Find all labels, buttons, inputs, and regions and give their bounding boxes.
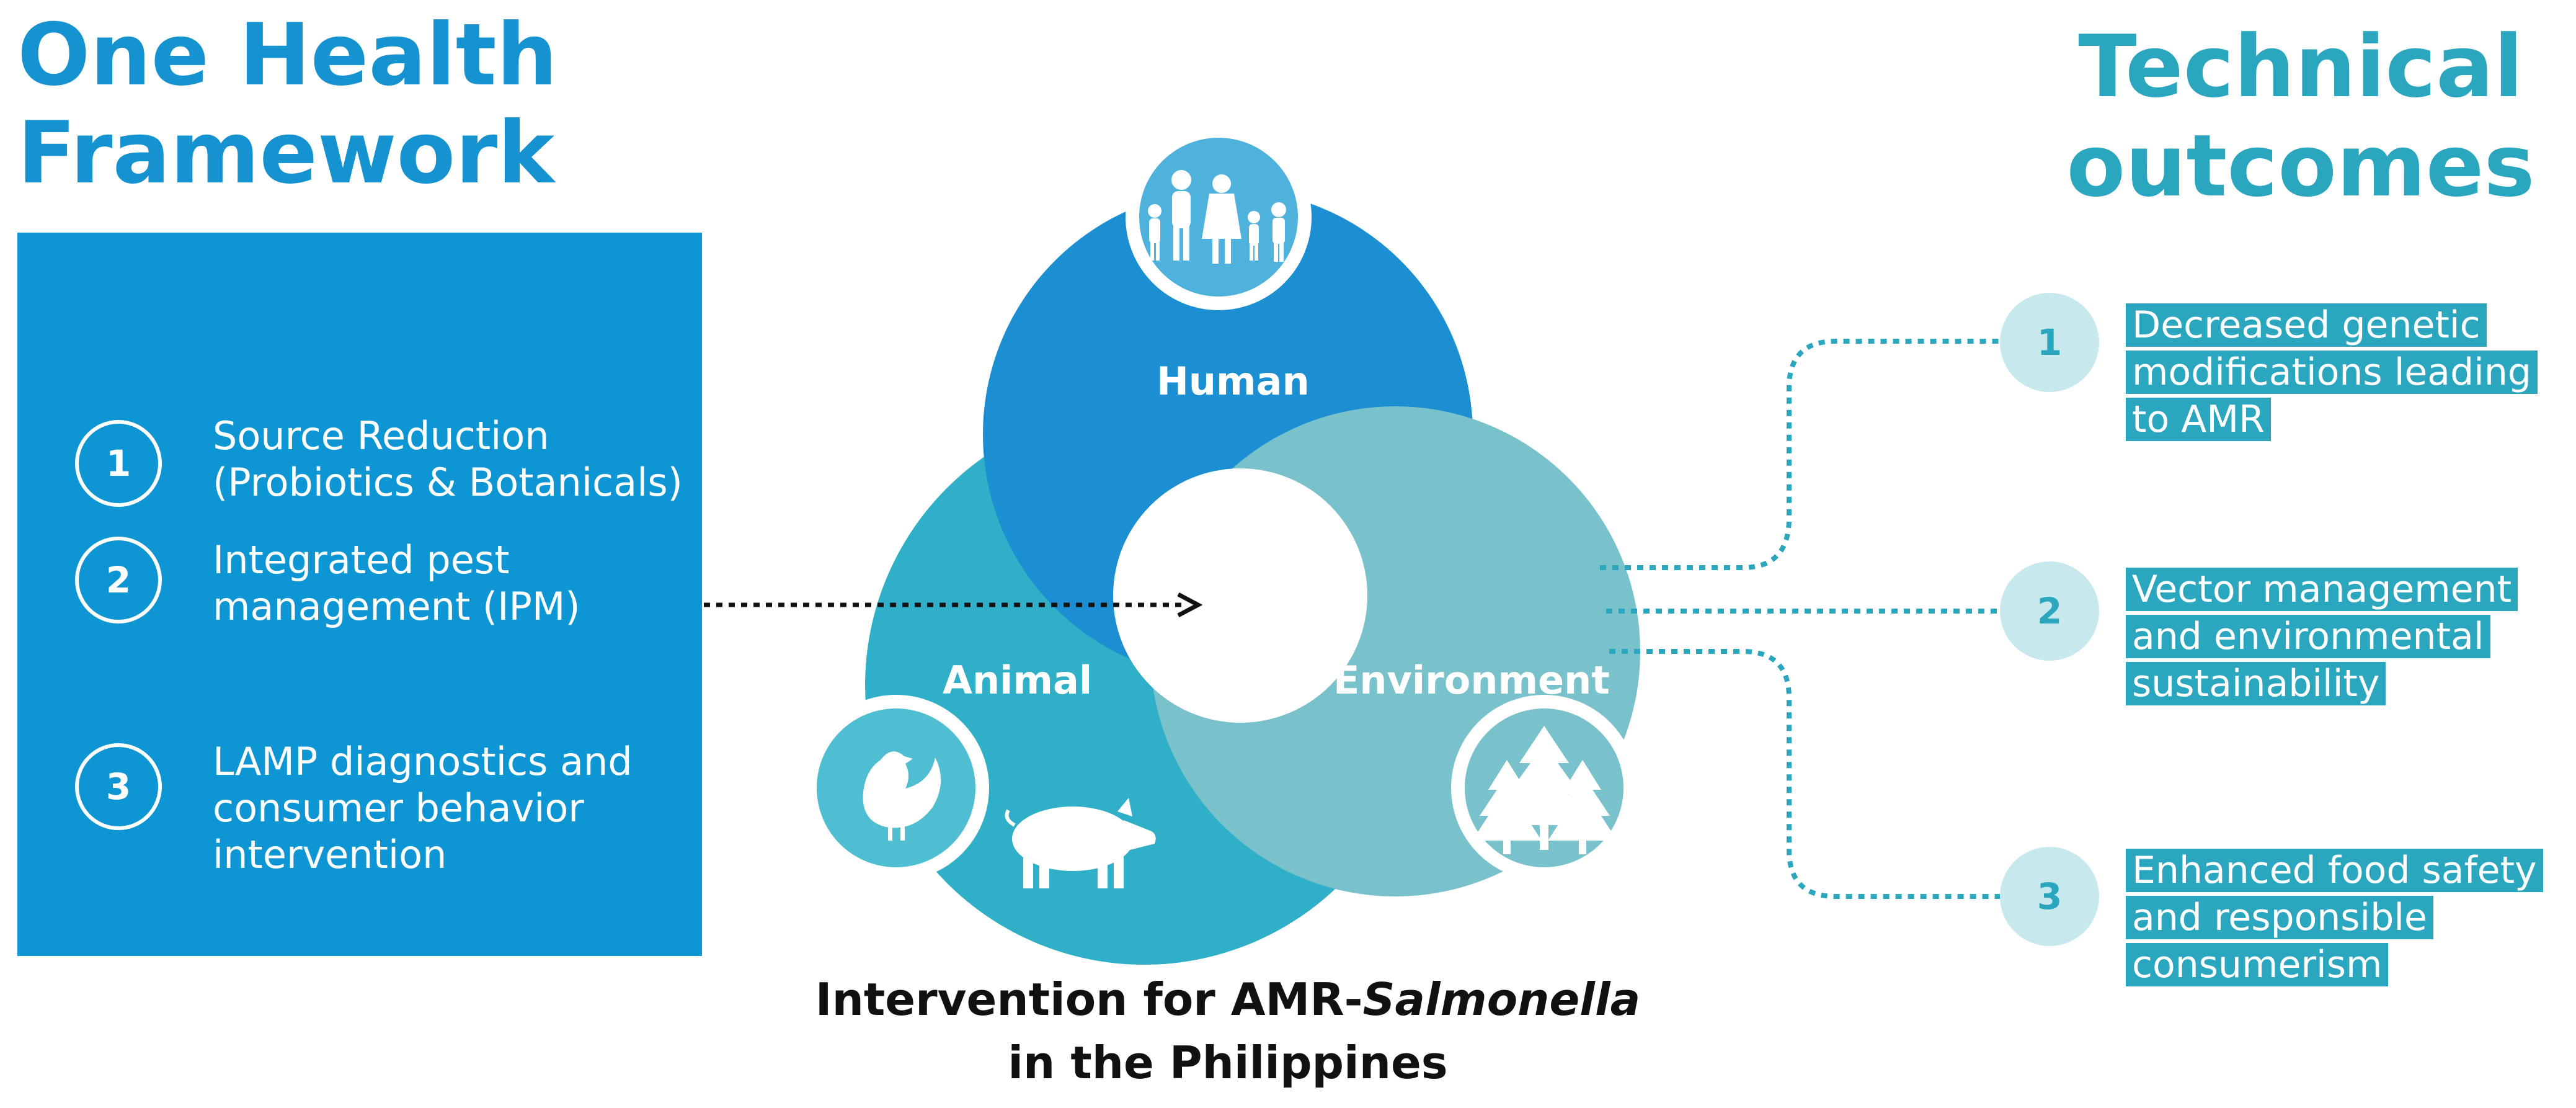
framework-title: One Health Framework xyxy=(17,5,557,203)
chicken-icon xyxy=(803,695,989,881)
human-label: Human xyxy=(1157,359,1310,404)
framework-panel: 1 Source Reduction (Probiotics & Botanic… xyxy=(17,233,702,956)
outcome-text-2: Vector management and environmental sust… xyxy=(2126,566,2560,707)
trees-icon xyxy=(1451,695,1637,881)
outcome-number-1: 1 xyxy=(2000,293,2099,392)
connector-3 xyxy=(1609,649,2000,899)
outcome-text-3: Enhanced food safety and responsible con… xyxy=(2126,847,2560,988)
outcome-label-2: Vector management and environmental sust… xyxy=(2126,568,2518,705)
connector-1 xyxy=(1600,339,2000,570)
outcome-number-2: 2 xyxy=(2000,561,2099,661)
family-icon xyxy=(1126,124,1312,310)
environment-label: Environment xyxy=(1333,658,1610,703)
framework-number-2: 2 xyxy=(75,537,162,623)
diagram-caption: Intervention for AMR-Salmonella in the P… xyxy=(713,968,1743,1094)
framework-text-2: Integrated pest management (IPM) xyxy=(213,537,580,629)
framework-number-3: 3 xyxy=(75,743,162,830)
framework-arrow xyxy=(704,592,1203,618)
caption-line2: in the Philippines xyxy=(1008,1037,1448,1089)
outcome-label-3: Enhanced food safety and responsible con… xyxy=(2126,849,2543,986)
framework-number-1: 1 xyxy=(75,420,162,507)
outcomes-title: Technical outcomes xyxy=(2066,17,2535,216)
outcome-label-1: Decreased genetic modifications leading … xyxy=(2126,303,2538,441)
center-hole xyxy=(1113,468,1367,723)
caption-italic: Salmonella xyxy=(1362,973,1641,1025)
outcome-text-1: Decreased genetic modifications leading … xyxy=(2126,302,2560,443)
caption-prefix: Intervention for AMR- xyxy=(815,973,1363,1025)
pig-icon xyxy=(1005,798,1156,888)
framework-text-1: Source Reduction (Probiotics & Botanical… xyxy=(213,413,683,505)
animal-label: Animal xyxy=(943,658,1093,703)
outcome-connectors xyxy=(1600,339,2000,899)
outcome-number-3: 3 xyxy=(2000,847,2099,946)
framework-text-3: LAMP diagnostics and consumer behavior i… xyxy=(213,739,633,877)
